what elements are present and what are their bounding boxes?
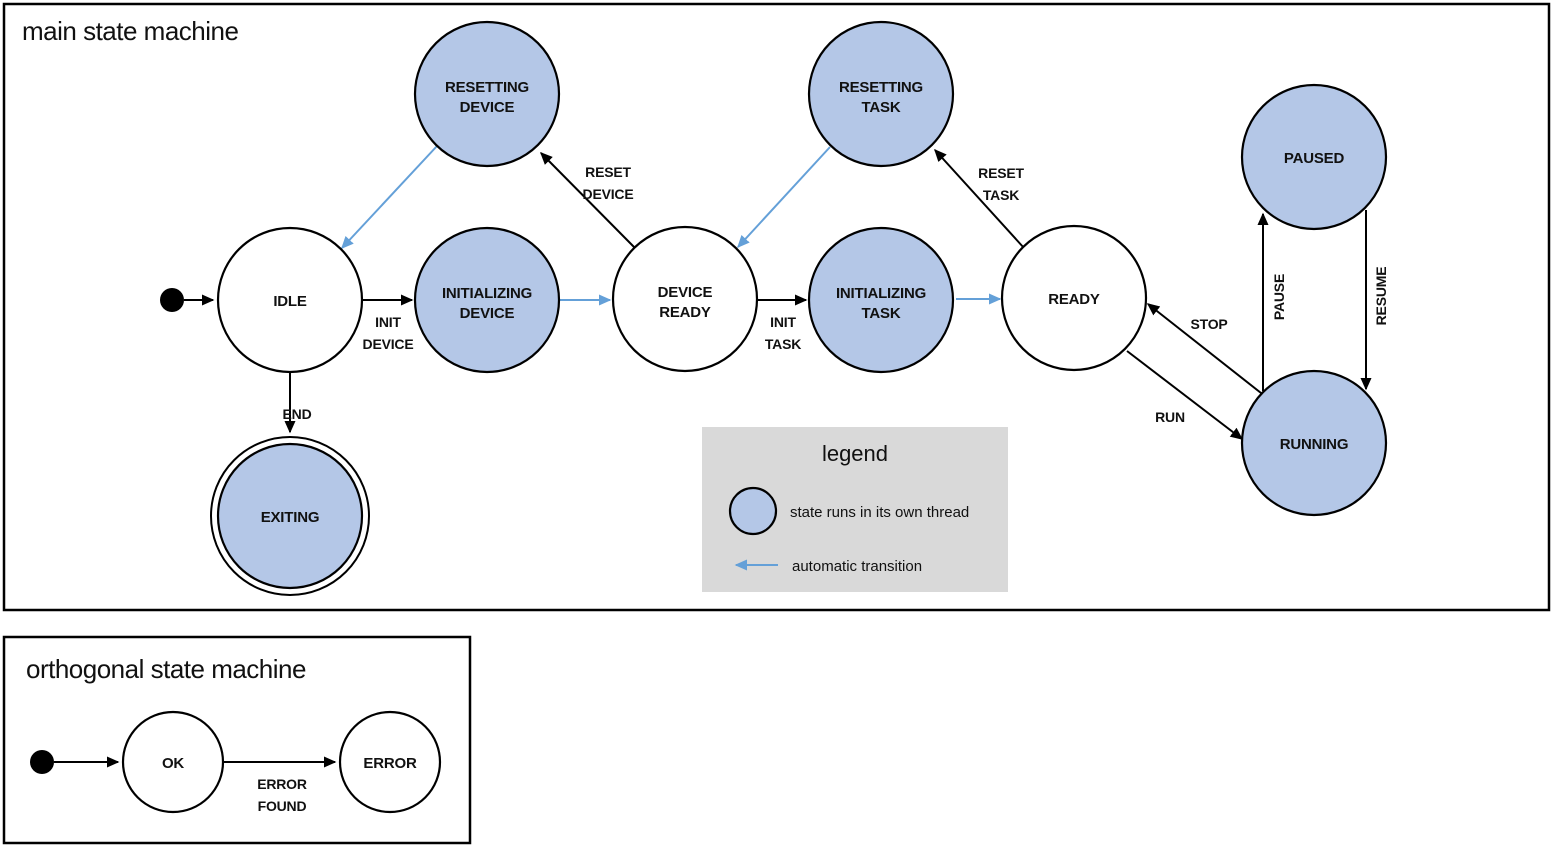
transition-label-ready-to-running-run: RUN — [1155, 409, 1185, 425]
transition-ready-to-running-run — [1126, 350, 1244, 440]
transition-label-paused-to-running-resume: RESUME — [1373, 267, 1389, 326]
transition-auto-resetting-task-to-device-ready — [737, 146, 831, 249]
transition-device-ready-to-resetting-device — [540, 152, 636, 249]
state-label-device-ready: READY — [659, 304, 711, 321]
state-label-initializing-task: TASK — [862, 305, 901, 322]
initial-state-dot-orthogonal — [30, 750, 54, 774]
state-initializing-device: INITIALIZING DEVICE — [413, 226, 561, 374]
state-ok: OK — [121, 710, 225, 814]
panel-title-orthogonal: orthogonal state machine — [26, 654, 306, 684]
state-circle-device-ready — [611, 225, 759, 373]
state-label-initializing-device: INITIALIZING — [442, 285, 532, 302]
panel-title-main: main state machine — [22, 16, 238, 46]
state-label-initializing-task: INITIALIZING — [836, 285, 926, 302]
transition-label-ready-to-resetting-task: TASK — [983, 187, 1019, 203]
transition-running-to-ready-stop — [1146, 303, 1262, 394]
state-circle-initializing-task — [807, 226, 955, 374]
transition-label-running-to-ready-stop: STOP — [1190, 316, 1227, 332]
state-exiting: EXITING — [210, 436, 370, 596]
state-device-ready: DEVICE READY — [611, 225, 759, 373]
state-label-error: ERROR — [363, 755, 417, 772]
transition-label-idle-to-initializing-device: DEVICE — [363, 336, 414, 352]
state-resetting-task: RESETTING TASK — [807, 20, 955, 168]
transition-label-device-ready-to-initializing-task: TASK — [765, 336, 801, 352]
state-ready: READY — [1000, 224, 1148, 372]
state-initializing-task: INITIALIZING TASK — [807, 226, 955, 374]
state-idle: IDLE — [216, 226, 364, 374]
initial-state-dot-main — [160, 288, 184, 312]
state-label-resetting-device: RESETTING — [445, 79, 529, 96]
state-paused: PAUSED — [1240, 83, 1388, 231]
state-circle-paused — [1240, 83, 1388, 231]
state-label-resetting-task: TASK — [862, 99, 901, 116]
state-label-resetting-device: DEVICE — [460, 99, 515, 116]
transition-label-running-to-paused-pause: PAUSE — [1271, 274, 1287, 320]
legend-thread-state-icon — [728, 486, 778, 536]
state-resetting-device: RESETTING DEVICE — [413, 20, 561, 168]
state-label-resetting-task: RESETTING — [839, 79, 923, 96]
state-circle-idle — [216, 226, 364, 374]
transition-label-idle-to-initializing-device: INIT — [375, 314, 401, 330]
legend-title: legend — [822, 441, 888, 466]
state-error: ERROR — [338, 710, 442, 814]
state-circle-exiting — [216, 442, 364, 590]
transition-label-idle-to-exiting-end: END — [283, 406, 312, 422]
state-label-paused: PAUSED — [1284, 150, 1345, 167]
transition-ready-to-resetting-task — [934, 148, 1025, 249]
state-circle-initializing-device — [413, 226, 561, 374]
state-circle-resetting-device — [413, 20, 561, 168]
state-label-idle: IDLE — [273, 293, 307, 310]
state-label-exiting: EXITING — [261, 509, 320, 526]
state-label-device-ready: DEVICE — [658, 284, 713, 301]
state-circle-resetting-task — [807, 20, 955, 168]
state-circle-running — [1240, 369, 1388, 517]
transition-label-device-ready-to-resetting-device: RESET — [585, 164, 631, 180]
transition-label-device-ready-to-initializing-task: INIT — [770, 314, 796, 330]
legend-auto-text: automatic transition — [792, 558, 922, 575]
transition-label-ok-to-error: ERROR — [257, 776, 307, 792]
legend-thread-text: state runs in its own thread — [790, 504, 969, 521]
state-label-ok: OK — [162, 755, 184, 772]
state-circle-error — [338, 710, 442, 814]
transition-label-device-ready-to-resetting-device: DEVICE — [583, 186, 634, 202]
state-running: RUNNING — [1240, 369, 1388, 517]
state-label-running: RUNNING — [1280, 436, 1349, 453]
state-circle-ready — [1000, 224, 1148, 372]
transition-label-ok-to-error: FOUND — [258, 798, 307, 814]
state-label-initializing-device: DEVICE — [460, 305, 515, 322]
state-circle-ok — [121, 710, 225, 814]
state-label-ready: READY — [1048, 291, 1100, 308]
transition-label-ready-to-resetting-task: RESET — [978, 165, 1024, 181]
transition-auto-resetting-device-to-idle — [341, 145, 438, 250]
